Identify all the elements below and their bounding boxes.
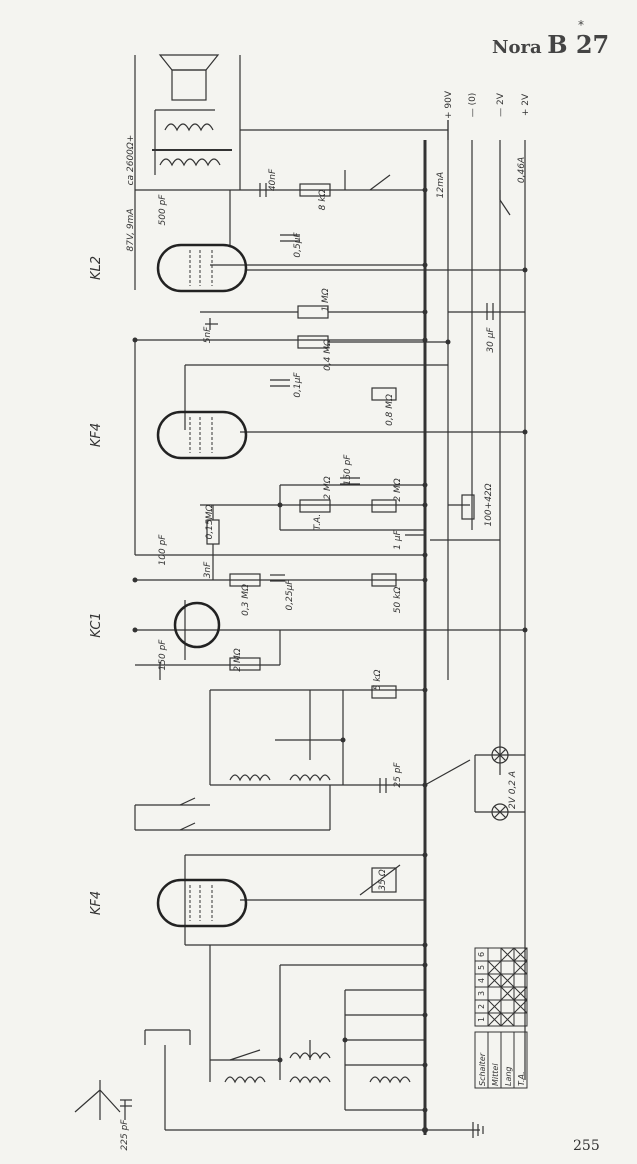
label-c500: 500 pF bbox=[158, 194, 168, 226]
table-cell-text: 2 bbox=[477, 1004, 486, 1009]
label-r08: 0,8 MΩ bbox=[385, 394, 395, 426]
table-cell-text: 5 bbox=[477, 965, 486, 970]
page-number: 255 bbox=[573, 1138, 600, 1154]
table-cross-mark bbox=[487, 1012, 502, 1027]
rail-label-2: — 2V bbox=[496, 92, 506, 117]
table-cross-mark bbox=[513, 960, 528, 975]
table-cell bbox=[487, 947, 502, 962]
label-r03: 0,3 MΩ bbox=[241, 584, 251, 616]
label-tube-kf4a: KF4 bbox=[89, 423, 104, 447]
table-cross-mark bbox=[513, 986, 528, 1001]
rail-label-3: + 2V bbox=[521, 93, 531, 116]
table-cross-mark bbox=[487, 973, 502, 988]
label-c150b: 150 pF bbox=[158, 639, 168, 671]
label-c1uf: 1 μF bbox=[393, 529, 403, 549]
label-tube-kf4b: KF4 bbox=[89, 891, 104, 915]
label-c5nf: 5nF bbox=[203, 326, 213, 343]
table-cross-mark bbox=[500, 947, 515, 962]
label-c225: 225 pF bbox=[120, 1119, 130, 1151]
label-c25: 25 pF bbox=[393, 762, 403, 788]
tube-kl2-envelope bbox=[156, 243, 248, 293]
label-r2m-b: 2 MΩ bbox=[393, 478, 403, 501]
label-r35: 35 Ω bbox=[378, 869, 388, 890]
label-c01: 0,1μF bbox=[293, 372, 303, 398]
table-cell-text: 3 bbox=[477, 991, 486, 996]
label-c3nf: 3nF bbox=[203, 561, 213, 578]
label-r04: 0,4 MΩ bbox=[323, 339, 333, 371]
table-row-label: Mittel bbox=[491, 1063, 500, 1086]
label-r50k: 50 kΩ bbox=[393, 587, 403, 614]
rail-label-1: — (0) bbox=[468, 93, 478, 118]
label-r1m: 1 MΩ bbox=[321, 288, 331, 311]
label-speaker-r: ca 2600Ω+ bbox=[126, 135, 136, 186]
table-cell-text: 6 bbox=[477, 952, 486, 957]
table-cross-mark bbox=[500, 1012, 515, 1027]
label-tube-kc1: KC1 bbox=[89, 612, 104, 638]
tube-kf4-envelope-b bbox=[156, 878, 248, 928]
label-r2m-c: 2 MΩ bbox=[233, 648, 243, 671]
model-number: B 27 bbox=[547, 30, 610, 59]
label-c30: 30 μF bbox=[486, 327, 496, 353]
label-r8k: 8 kΩ bbox=[318, 190, 328, 211]
table-cross-mark bbox=[500, 986, 515, 1001]
rail-label-0: + 90V bbox=[444, 90, 454, 119]
table-cell bbox=[487, 986, 502, 1001]
table-row-label: T.A. bbox=[517, 1071, 526, 1086]
brand-title: Nora B 27 bbox=[492, 30, 609, 59]
label-ta: T.A. bbox=[313, 514, 323, 530]
label-c40nf: 40nF bbox=[268, 168, 278, 191]
table-cell-text: 4 bbox=[477, 978, 486, 983]
label-v12ma: 12mA bbox=[436, 172, 446, 198]
table-cross-mark bbox=[487, 960, 502, 975]
table-cross-mark bbox=[513, 947, 528, 962]
table-cell-text: 1 bbox=[477, 1017, 486, 1022]
table-cross-mark bbox=[513, 999, 528, 1014]
label-a046: 0,46A bbox=[517, 157, 527, 183]
tube-kf4-envelope-a bbox=[156, 410, 248, 460]
label-c05: 0,5μF bbox=[293, 232, 303, 258]
label-c150a: 150 pF bbox=[343, 454, 353, 486]
tube-kc1-envelope bbox=[173, 601, 221, 649]
label-lamp: 2V 0,2 A bbox=[508, 771, 518, 809]
table-cross-mark bbox=[500, 973, 515, 988]
brand-name: Nora bbox=[492, 37, 542, 58]
table-cell bbox=[500, 960, 515, 975]
label-c025: 0,25μF bbox=[285, 579, 295, 611]
table-cell bbox=[500, 999, 515, 1014]
table-row-label: Schalter bbox=[478, 1052, 487, 1086]
label-r015: 0,15MΩ bbox=[205, 505, 215, 540]
table-cell bbox=[513, 947, 528, 962]
label-tube-kl2: KL2 bbox=[89, 256, 104, 280]
table-cross-mark bbox=[487, 999, 502, 1014]
table-row-label: Lang bbox=[504, 1066, 513, 1086]
asterisk-mark: * bbox=[578, 18, 584, 32]
label-r5k: 5 kΩ bbox=[373, 670, 383, 691]
label-kl2-op: 87V, 9mA bbox=[126, 209, 136, 252]
label-r2m-a: 2 MΩ bbox=[323, 476, 333, 499]
label-r100: 100+42Ω bbox=[484, 483, 494, 526]
table-header-cell bbox=[513, 1031, 528, 1089]
label-c100: 100 pF bbox=[158, 534, 168, 566]
